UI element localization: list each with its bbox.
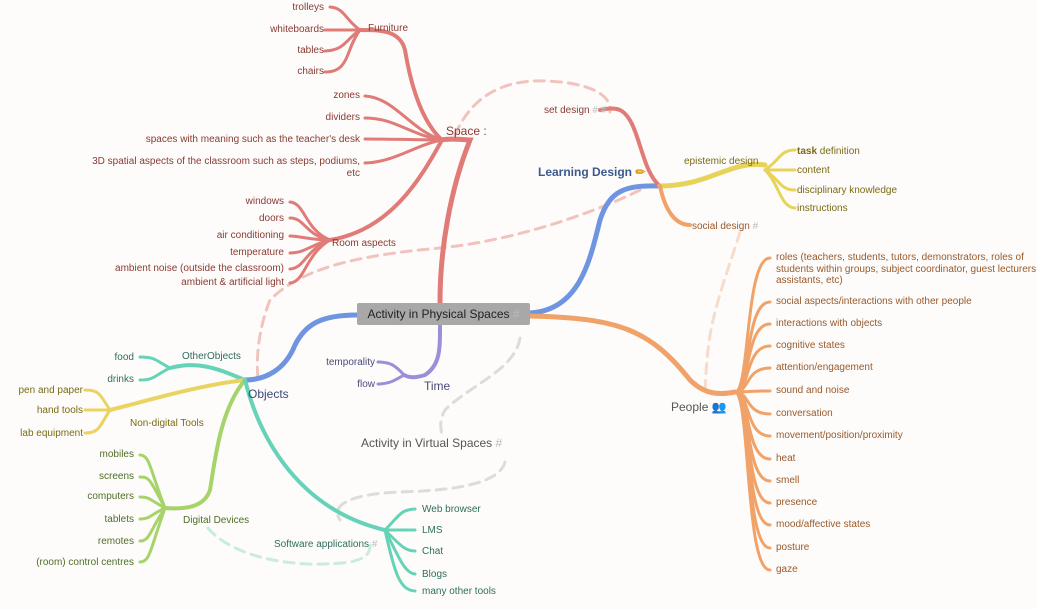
learning-design-node[interactable]: Learning Design ✏ — [538, 166, 645, 178]
people-item[interactable]: movement/position/proximity — [776, 430, 903, 441]
virtual-hash[interactable]: # — [495, 436, 503, 450]
space-item[interactable]: etc — [346, 168, 360, 179]
furniture-item[interactable]: tables — [297, 45, 324, 56]
room-item[interactable]: ambient noise (outside the classroom) — [115, 263, 284, 274]
people-item[interactable]: gaze — [776, 564, 798, 575]
room-item[interactable]: ambient & artificial light — [181, 277, 284, 288]
people-twig — [733, 390, 772, 572]
other-objects-item[interactable]: food — [114, 352, 134, 363]
social-design-label: social design — [692, 221, 750, 232]
people-item[interactable]: conversation — [776, 408, 833, 419]
epistemic-item-rest: definition — [817, 146, 860, 157]
link-digital-software — [206, 526, 372, 566]
people-item[interactable]: assistants, etc) — [776, 275, 843, 286]
software-item[interactable]: Chat — [422, 546, 444, 557]
furniture-item[interactable]: trolleys — [292, 2, 324, 13]
link-space-set-design — [453, 79, 612, 137]
epistemic-item-bold: task — [797, 146, 818, 157]
space-item[interactable]: dividers — [325, 112, 360, 123]
space-item[interactable]: zones — [333, 90, 360, 101]
objects-node[interactable]: Objects — [248, 387, 289, 401]
link-virtual-software — [336, 460, 507, 522]
pencil-icon: ✏ — [635, 165, 646, 179]
epistemic-item[interactable]: disciplinary knowledge — [797, 185, 898, 196]
people-icon: 👥 — [711, 400, 727, 414]
people-item[interactable]: posture — [776, 542, 810, 553]
branch-people — [527, 313, 738, 396]
link-root-virtual — [439, 336, 522, 436]
other-objects-item[interactable]: drinks — [107, 374, 134, 385]
people-item[interactable]: interactions with objects — [776, 318, 883, 329]
space-node[interactable]: Space : — [446, 124, 487, 138]
digital-item[interactable]: mobiles — [99, 449, 134, 460]
digital-item[interactable]: computers — [87, 491, 134, 502]
branch-objects — [242, 312, 360, 383]
digital-item[interactable]: remotes — [97, 536, 134, 547]
room-item[interactable]: doors — [258, 213, 284, 224]
room-aspects-node[interactable]: Room aspects — [332, 238, 396, 249]
branch-learning — [527, 183, 663, 316]
people-item[interactable]: heat — [776, 453, 796, 464]
room-item[interactable]: temperature — [230, 247, 284, 258]
time-item[interactable]: temporality — [326, 357, 375, 368]
space-item[interactable]: spaces with meaning such as the teacher'… — [145, 134, 360, 145]
people-item[interactable]: smell — [776, 475, 800, 486]
virtual-label: Activity in Virtual Spaces — [361, 436, 493, 450]
time-node[interactable]: Time — [424, 379, 451, 393]
non-digital-item[interactable]: lab equipment — [20, 428, 83, 439]
people-item[interactable]: roles (teachers, students, tutors, demon… — [776, 252, 1024, 263]
room-item[interactable]: windows — [245, 196, 284, 207]
furniture-item[interactable]: whiteboards — [270, 24, 324, 35]
furniture-node[interactable]: Furniture — [368, 23, 409, 34]
people-item[interactable]: cognitive states — [776, 340, 845, 351]
people-item[interactable]: presence — [776, 497, 818, 508]
digital-item[interactable]: (room) control centres — [36, 557, 134, 568]
software-label: Software applications — [274, 539, 370, 550]
branch-time — [402, 324, 442, 380]
other-objects-node[interactable]: OtherObjects — [182, 351, 241, 362]
people-item[interactable]: attention/engagement — [776, 362, 873, 373]
people-node[interactable]: People 👥 — [671, 401, 727, 413]
digital-item[interactable]: tablets — [104, 514, 134, 525]
root-hash[interactable]: # — [512, 307, 520, 321]
digital-devices-node[interactable]: Digital Devices — [183, 515, 250, 526]
software-applications-node[interactable]: Software applications # — [274, 539, 377, 551]
epistemic-item[interactable]: content — [797, 165, 830, 176]
epistemic-item[interactable]: task definition — [797, 146, 860, 158]
virtual-spaces-node[interactable]: Activity in Virtual Spaces # — [361, 437, 502, 449]
people-label: People — [671, 400, 709, 414]
furniture-item[interactable]: chairs — [297, 66, 324, 77]
set-design-label: set design — [544, 105, 590, 116]
people-item[interactable]: students within groups, subject coordina… — [776, 264, 1037, 275]
people-item[interactable]: mood/affective states — [776, 519, 871, 530]
digital-item[interactable]: screens — [98, 471, 134, 482]
root-node[interactable]: Activity in Physical Spaces # — [357, 303, 530, 325]
learning-design-label: Learning Design — [538, 165, 633, 179]
social-design-node[interactable]: social design # — [692, 221, 758, 233]
software-item[interactable]: many other tools — [422, 586, 496, 597]
link-social-people — [703, 230, 742, 397]
people-item[interactable]: social aspects/interactions with other p… — [776, 296, 972, 307]
software-hash[interactable]: # — [371, 539, 378, 550]
epistemic-item[interactable]: instructions — [797, 203, 848, 214]
root-label: Activity in Physical Spaces — [367, 307, 510, 321]
space-item[interactable]: 3D spatial aspects of the classroom such… — [92, 156, 360, 167]
non-digital-item[interactable]: hand tools — [36, 405, 83, 416]
software-item[interactable]: LMS — [422, 525, 443, 536]
software-item[interactable]: Blogs — [422, 569, 448, 580]
people-item[interactable]: sound and noise — [776, 385, 850, 396]
link-learning-objects — [255, 188, 642, 380]
non-digital-item[interactable]: pen and paper — [18, 385, 83, 396]
room-item[interactable]: air conditioning — [216, 230, 284, 241]
social-design-hash[interactable]: # — [752, 221, 759, 232]
time-item[interactable]: flow — [357, 379, 375, 390]
epistemic-design-node[interactable]: epistemic design — [684, 156, 759, 167]
branch-space — [437, 136, 474, 305]
software-item[interactable]: Web browser — [422, 504, 481, 515]
non-digital-tools-node[interactable]: Non-digital Tools — [130, 418, 204, 429]
set-design-hash[interactable]: # # — [592, 105, 607, 116]
set-design-node[interactable]: set design # # — [544, 105, 606, 117]
